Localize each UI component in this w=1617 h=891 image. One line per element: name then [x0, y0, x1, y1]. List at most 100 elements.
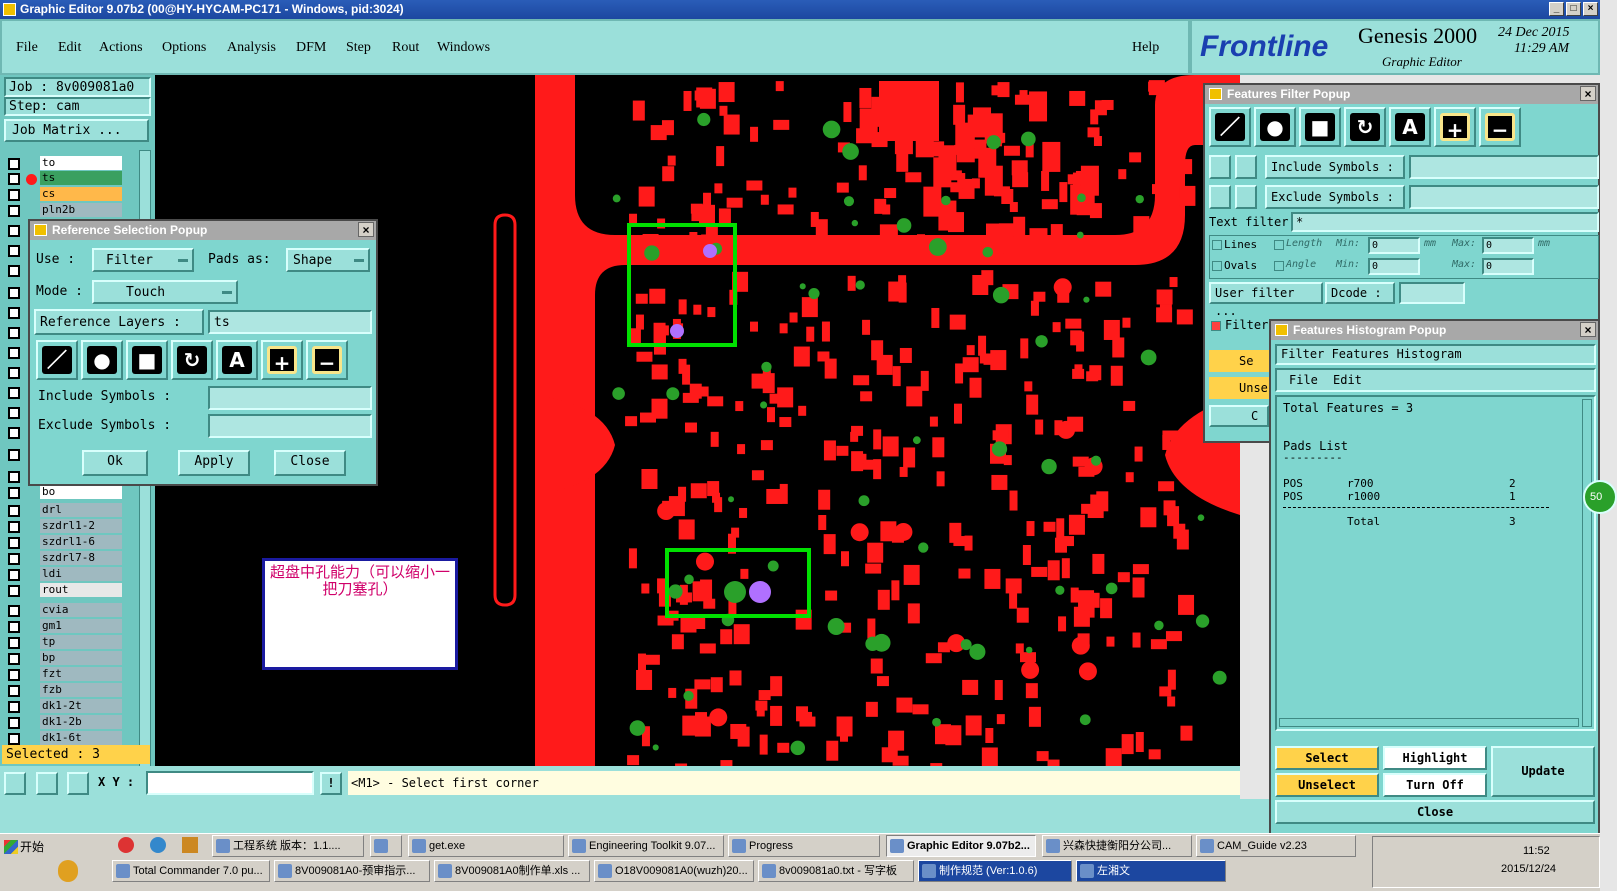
layer-row[interactable]: fzb [8, 683, 123, 698]
layer-checkbox[interactable] [8, 733, 20, 745]
layer-checkbox[interactable] [8, 427, 20, 439]
zoom-icon[interactable] [4, 772, 26, 795]
layer-row[interactable] [8, 263, 123, 278]
layer-row[interactable] [8, 243, 123, 258]
filter-pad-icon[interactable]: ● [1254, 107, 1296, 147]
menu-step[interactable]: Step [346, 40, 371, 55]
taskbar-button[interactable]: 8v009081a0.txt - 写字板 [758, 860, 914, 882]
reference-layers-button[interactable]: Reference Layers : [34, 309, 204, 335]
layer-checkbox[interactable] [8, 189, 20, 201]
length-checkbox[interactable] [1274, 240, 1284, 250]
ref-arc-icon[interactable]: ↻ [171, 340, 213, 380]
filter-surface-icon[interactable]: ■ [1299, 107, 1341, 147]
close-button[interactable]: Close [274, 450, 346, 476]
histogram-hscroll[interactable] [1279, 718, 1579, 727]
angle-min-input[interactable]: 0 [1368, 258, 1420, 275]
histogram-menu-edit[interactable]: Edit [1333, 373, 1362, 387]
filter-select-button[interactable]: Se [1209, 350, 1269, 372]
chrome-icon[interactable] [118, 837, 134, 853]
layer-checkbox[interactable] [8, 387, 20, 399]
filter-exclude-symbols-input[interactable] [1409, 185, 1599, 209]
menu-rout[interactable]: Rout [392, 40, 420, 55]
layer-checkbox[interactable] [8, 585, 20, 597]
taskbar-button[interactable]: 8V009081A0制作单.xls ... [434, 860, 590, 882]
mode-dropdown[interactable]: Touch [92, 280, 238, 304]
filter-popup-close-icon[interactable]: × [1580, 86, 1596, 101]
ref-popup-close-icon[interactable]: × [358, 222, 374, 237]
dcode-input[interactable] [1399, 282, 1465, 304]
menu-help[interactable]: Help [1132, 40, 1160, 55]
layer-row[interactable] [8, 345, 123, 360]
layer-row[interactable] [8, 365, 123, 380]
layer-checkbox[interactable] [8, 537, 20, 549]
filter-checkbox[interactable] [1211, 321, 1221, 331]
alert-icon[interactable]: ! [320, 772, 342, 795]
menu-file[interactable]: File [16, 40, 38, 55]
histogram-select-button[interactable]: Select [1275, 746, 1379, 770]
layer-row[interactable]: gm1 [8, 619, 123, 634]
length-min-input[interactable]: 0 [1368, 237, 1420, 254]
ovals-checkbox[interactable] [1212, 261, 1222, 271]
layer-row[interactable] [8, 305, 123, 320]
layer-checkbox[interactable] [8, 553, 20, 565]
layer-checkbox[interactable] [8, 569, 20, 581]
layer-checkbox[interactable] [8, 653, 20, 665]
job-matrix-button[interactable]: Job Matrix ... [4, 119, 149, 142]
close-window-button[interactable]: × [1583, 2, 1598, 16]
layer-checkbox[interactable] [8, 487, 20, 499]
layer-row[interactable] [8, 325, 123, 340]
taskbar-button[interactable]: 工程系统 版本：1.1.... [212, 835, 364, 857]
taskbar-button[interactable]: 8V009081A0-预审指示... [274, 860, 430, 882]
pcb-view[interactable] [155, 75, 1241, 784]
layer-row[interactable]: szdrl7-8 [8, 551, 123, 566]
layer-checkbox[interactable] [8, 471, 20, 483]
taskbar-button[interactable] [370, 835, 402, 857]
layer-checkbox[interactable] [8, 347, 20, 359]
explorer-icon[interactable] [182, 837, 198, 853]
taskbar-button[interactable]: 兴森快捷衡阳分公司... [1042, 835, 1192, 857]
layer-row[interactable]: bp [8, 651, 123, 666]
layer-checkbox[interactable] [8, 205, 20, 217]
apply-button[interactable]: Apply [178, 450, 250, 476]
angle-checkbox[interactable] [1274, 261, 1284, 271]
layer-row[interactable] [8, 447, 123, 462]
taskbar-button[interactable]: Progress [728, 835, 880, 857]
grid-icon[interactable] [67, 772, 89, 795]
layer-row[interactable]: pln2b [8, 203, 123, 218]
filter-include-symbols-button[interactable]: Include Symbols : [1265, 155, 1405, 179]
layer-row[interactable] [8, 285, 123, 300]
taskbar-button[interactable]: Engineering Toolkit 9.07... [568, 835, 724, 857]
layer-checkbox[interactable] [8, 407, 20, 419]
reference-layers-input[interactable]: ts [208, 310, 372, 334]
layer-row[interactable]: cvia [8, 603, 123, 618]
histogram-close-button[interactable]: Close [1275, 800, 1595, 824]
exclude-symbols-input[interactable] [208, 414, 372, 438]
layer-checkbox[interactable] [8, 265, 20, 277]
histogram-menu-file[interactable]: File [1289, 373, 1318, 387]
text-filter-input[interactable]: * [1291, 212, 1599, 232]
dcode-button[interactable]: Dcode : [1325, 282, 1395, 304]
taskbar-button[interactable]: 制作规范 (Ver:1.0.6) [918, 860, 1072, 882]
histogram-vscroll[interactable] [1582, 399, 1592, 727]
layer-checkbox[interactable] [8, 669, 20, 681]
layer-row[interactable] [8, 469, 123, 484]
maximize-button[interactable]: □ [1566, 2, 1581, 16]
pads-as-dropdown[interactable]: Shape [286, 248, 370, 272]
measure-icon[interactable] [36, 772, 58, 795]
menu-dfm[interactable]: DFM [296, 40, 327, 55]
layer-checkbox[interactable] [8, 173, 20, 185]
ie-icon[interactable] [150, 837, 166, 853]
ref-pad-icon[interactable]: ● [81, 340, 123, 380]
layer-row[interactable]: bo [8, 485, 123, 500]
layer-row[interactable]: to [8, 156, 123, 171]
layer-checkbox[interactable] [8, 449, 20, 461]
layer-row[interactable]: tp [8, 635, 123, 650]
include-symbols-input[interactable] [208, 386, 372, 410]
layer-row[interactable]: ts [8, 171, 123, 186]
layer-checkbox[interactable] [8, 605, 20, 617]
filter-close-button[interactable]: C [1209, 405, 1269, 427]
filter-include-symbols-input[interactable] [1409, 155, 1599, 179]
layer-row[interactable]: dk1-2t [8, 699, 123, 714]
ref-text-icon[interactable]: A [216, 340, 258, 380]
layer-row[interactable]: fzt [8, 667, 123, 682]
